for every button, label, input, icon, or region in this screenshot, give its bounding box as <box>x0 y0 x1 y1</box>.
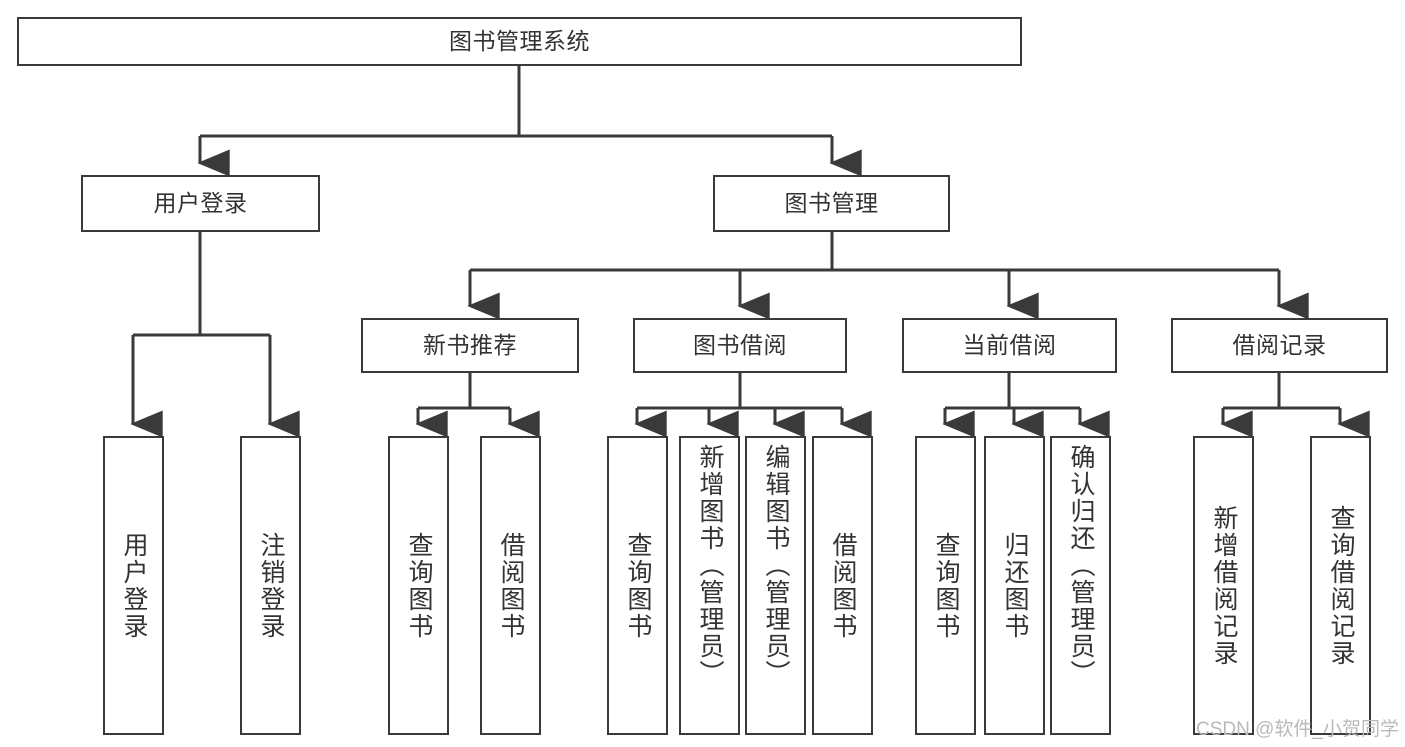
node-leaf-return-book[interactable]: 归还图书 <box>984 436 1045 735</box>
node-borrow-record-label: 借阅记录 <box>1232 331 1327 358</box>
node-root[interactable]: 图书管理系统 <box>17 17 1022 66</box>
node-leaf-return-book-label: 归还图书 <box>1001 531 1029 640</box>
node-leaf-edit-book-label: 编辑图书（管理员） <box>762 444 790 687</box>
node-new-book-recommend[interactable]: 新书推荐 <box>361 318 579 373</box>
node-leaf-add-book[interactable]: 新增图书（管理员） <box>679 436 740 735</box>
node-current-borrow-label: 当前借阅 <box>962 331 1057 358</box>
node-leaf-add-record-label: 新增借阅记录 <box>1210 504 1238 667</box>
node-leaf-add-record[interactable]: 新增借阅记录 <box>1193 436 1254 735</box>
node-leaf-borrow-book-2-label: 借阅图书 <box>829 531 857 640</box>
csdn-watermark: CSDN @软件_小贺同学 <box>1196 719 1399 740</box>
node-root-label: 图书管理系统 <box>449 27 590 54</box>
node-borrow-record[interactable]: 借阅记录 <box>1171 318 1388 373</box>
node-leaf-confirm-return[interactable]: 确认归还（管理员） <box>1050 436 1111 735</box>
node-leaf-query-book-2[interactable]: 查询图书 <box>607 436 668 735</box>
node-user-login[interactable]: 用户登录 <box>81 175 320 232</box>
node-leaf-logout[interactable]: 注销登录 <box>240 436 301 735</box>
node-leaf-query-book-3-label: 查询图书 <box>932 531 960 640</box>
node-current-borrow[interactable]: 当前借阅 <box>902 318 1117 373</box>
node-book-borrow-label: 图书借阅 <box>693 331 787 358</box>
node-leaf-borrow-book-1[interactable]: 借阅图书 <box>480 436 541 735</box>
node-leaf-query-book-3[interactable]: 查询图书 <box>915 436 976 735</box>
node-leaf-query-book-1[interactable]: 查询图书 <box>388 436 449 735</box>
node-book-manage[interactable]: 图书管理 <box>713 175 950 232</box>
node-leaf-query-record[interactable]: 查询借阅记录 <box>1310 436 1371 735</box>
node-book-borrow[interactable]: 图书借阅 <box>633 318 847 373</box>
node-leaf-confirm-return-label: 确认归还（管理员） <box>1067 444 1095 687</box>
node-leaf-add-book-label: 新增图书（管理员） <box>696 444 724 687</box>
node-leaf-user-login[interactable]: 用户登录 <box>103 436 164 735</box>
node-user-login-label: 用户登录 <box>153 189 248 216</box>
node-leaf-query-book-2-label: 查询图书 <box>624 531 652 640</box>
node-leaf-query-book-1-label: 查询图书 <box>405 531 433 640</box>
node-leaf-query-record-label: 查询借阅记录 <box>1327 504 1355 667</box>
node-leaf-borrow-book-2[interactable]: 借阅图书 <box>812 436 873 735</box>
node-leaf-borrow-book-1-label: 借阅图书 <box>497 531 525 640</box>
node-leaf-edit-book[interactable]: 编辑图书（管理员） <box>745 436 806 735</box>
node-leaf-user-login-label: 用户登录 <box>120 531 148 640</box>
node-new-book-recommend-label: 新书推荐 <box>423 331 517 358</box>
node-leaf-logout-label: 注销登录 <box>257 531 285 640</box>
node-book-manage-label: 图书管理 <box>784 189 879 216</box>
